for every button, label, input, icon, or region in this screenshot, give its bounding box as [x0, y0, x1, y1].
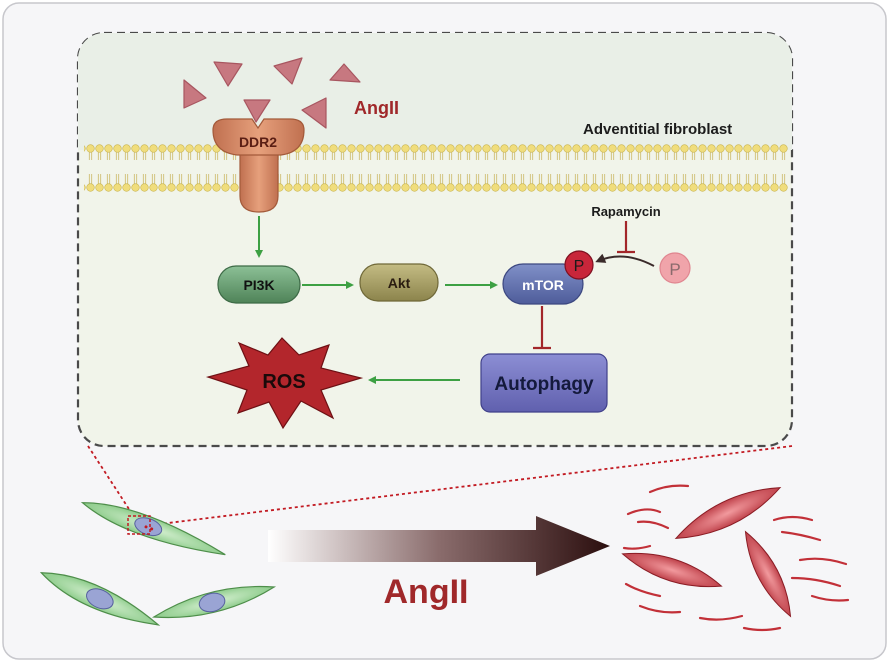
fibroblast-cell [151, 585, 277, 619]
autophagy-label: Autophagy [494, 374, 594, 395]
angii-ligand [183, 79, 207, 109]
transition-arrow [268, 516, 610, 576]
myofibroblast-cell [621, 552, 723, 588]
collagen-fiber [698, 614, 744, 621]
rapamycin-inhibition [617, 221, 635, 254]
autophagy-node [480, 353, 608, 413]
collagen-fiber [780, 530, 822, 542]
myofibroblast-cells [621, 487, 792, 618]
phosphate-free [659, 252, 691, 284]
angii-ligand [273, 57, 303, 85]
phosphorylation-arrow [595, 253, 655, 267]
mtor-inhibits-autophagy [533, 306, 551, 350]
collagen-fiber [742, 626, 782, 632]
mtor-label: mTOR [522, 277, 564, 293]
myofibroblast-cell [674, 487, 782, 539]
cell-type-label: Adventitial fibroblast [583, 121, 732, 138]
collagen-fiber [638, 604, 682, 614]
collagen-fiber [626, 508, 662, 516]
activation-arrows [255, 216, 498, 384]
myofibroblast-cell [744, 530, 792, 618]
collagen-fiber [636, 520, 670, 530]
pi3k-label: PI3K [243, 277, 274, 293]
akt-label: Akt [388, 275, 411, 291]
phosphate-bound-label: P [574, 258, 585, 275]
ddr2-label: DDR2 [239, 134, 277, 150]
angii-ligand [329, 63, 361, 83]
collagen-fiber [790, 576, 842, 588]
fibroblast-cell [39, 572, 161, 626]
ddr2-receptor [212, 118, 305, 213]
collagen-fiber [772, 515, 814, 522]
collagen-fibers [622, 484, 850, 632]
ros-label: ROS [262, 371, 305, 393]
collagen-fiber [622, 544, 652, 550]
mtor-node [502, 263, 584, 305]
rapamycin-label: Rapamycin [591, 204, 660, 219]
angii-ligand [213, 61, 243, 87]
pi3k-node [217, 265, 301, 304]
collagen-fiber [624, 582, 662, 598]
collagen-fiber [798, 557, 848, 566]
fibroblast-cell [80, 502, 226, 556]
collagen-fiber [810, 594, 850, 602]
collagen-fiber [648, 484, 690, 494]
angii-label-bottom: AngII [384, 573, 469, 611]
ros-burst [205, 337, 364, 430]
angii-ligands [183, 57, 361, 129]
fibroblast-cells [39, 502, 277, 626]
phosphate-bound [564, 250, 594, 280]
angii-ligand [301, 97, 327, 129]
angii-ligand [243, 99, 271, 123]
zoom-marker [127, 515, 151, 535]
akt-node [359, 263, 439, 302]
phosphate-free-label: P [669, 260, 680, 279]
angii-label-top: AngII [354, 98, 399, 118]
